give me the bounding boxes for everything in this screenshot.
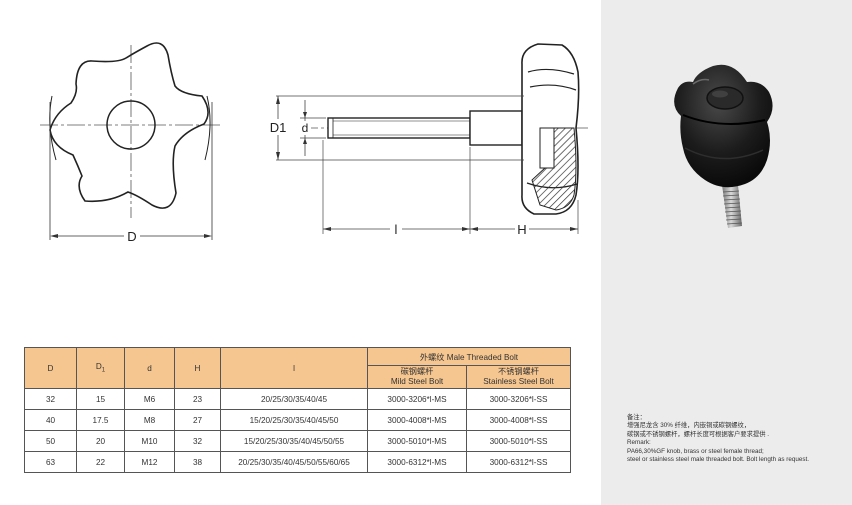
cell-D1: 22: [76, 451, 125, 473]
header-H: H: [174, 347, 221, 389]
cell-D: 50: [24, 430, 77, 452]
cell-D: 32: [24, 388, 77, 410]
cell-H: 38: [174, 451, 221, 473]
table-row: 50 20 M10 32 15/20/25/30/35/40/45/50/55 …: [24, 430, 571, 452]
cell-d: M8: [124, 409, 175, 431]
label-D: D: [127, 229, 136, 244]
header-D1: D1: [76, 347, 125, 389]
knob-top-insert: [706, 86, 744, 110]
cell-mild: 3000-6312*l-MS: [367, 451, 467, 473]
cell-l: 20/25/30/35/40/45: [220, 388, 368, 410]
table-row: 63 22 M12 38 20/25/30/35/40/45/50/55/60/…: [24, 451, 571, 473]
cell-ss: 3000-6312*l-SS: [466, 451, 571, 473]
cell-mild: 3000-3206*l-MS: [367, 388, 467, 410]
center-circle: [106, 100, 156, 150]
cell-D: 40: [24, 409, 77, 431]
cell-ss: 3000-5010*l-SS: [466, 430, 571, 452]
cell-mild: 3000-5010*l-MS: [367, 430, 467, 452]
cell-d: M10: [124, 430, 175, 452]
cell-D1: 17.5: [76, 409, 125, 431]
cell-d: M6: [124, 388, 175, 410]
cell-l: 15/20/25/30/35/40/45/50: [220, 409, 368, 431]
cell-D1: 20: [76, 430, 125, 452]
product-photo: [674, 64, 773, 228]
cell-H: 27: [174, 409, 221, 431]
side-view: D1 d l H: [265, 43, 588, 237]
header-male-threaded-bolt: 外螺纹 Male Threaded Bolt: [367, 347, 571, 366]
technical-drawing: D D1 d: [40, 42, 588, 244]
header-l: l: [220, 347, 368, 389]
cell-l: 20/25/30/35/40/45/50/55/60/65: [220, 451, 368, 473]
label-d: d: [302, 121, 309, 135]
front-view: D: [40, 42, 222, 244]
label-H: H: [517, 222, 526, 237]
cell-ss: 3000-3206*l-SS: [466, 388, 571, 410]
cell-H: 23: [174, 388, 221, 410]
knob-outline: [49, 42, 209, 209]
cell-mild: 3000-4008*l-MS: [367, 409, 467, 431]
cell-D1: 15: [76, 388, 125, 410]
cell-d: M12: [124, 451, 175, 473]
header-D: D: [24, 347, 77, 389]
table-row: 40 17.5 M8 27 15/20/25/30/35/40/45/50 30…: [24, 409, 571, 431]
cell-H: 32: [174, 430, 221, 452]
header-d: d: [124, 347, 175, 389]
table-row: 32 15 M6 23 20/25/30/35/40/45 3000-3206*…: [24, 388, 571, 410]
label-D1: D1: [270, 120, 287, 135]
bolt: [722, 185, 743, 228]
cell-l: 15/20/25/30/35/40/45/50/55: [220, 430, 368, 452]
cell-ss: 3000-4008*l-SS: [466, 409, 571, 431]
side-panel: 备注： 增强尼龙含 30% 纤维，内嵌铜或碳钢螺纹， 碳钢或不锈钢螺杆，螺杆长度…: [601, 0, 852, 505]
remark-text: 备注： 增强尼龙含 30% 纤维，内嵌铜或碳钢螺纹， 碳钢或不锈钢螺杆，螺杆长度…: [627, 414, 810, 464]
cell-D: 63: [24, 451, 77, 473]
label-l: l: [395, 222, 398, 237]
knob-body: [674, 64, 773, 188]
